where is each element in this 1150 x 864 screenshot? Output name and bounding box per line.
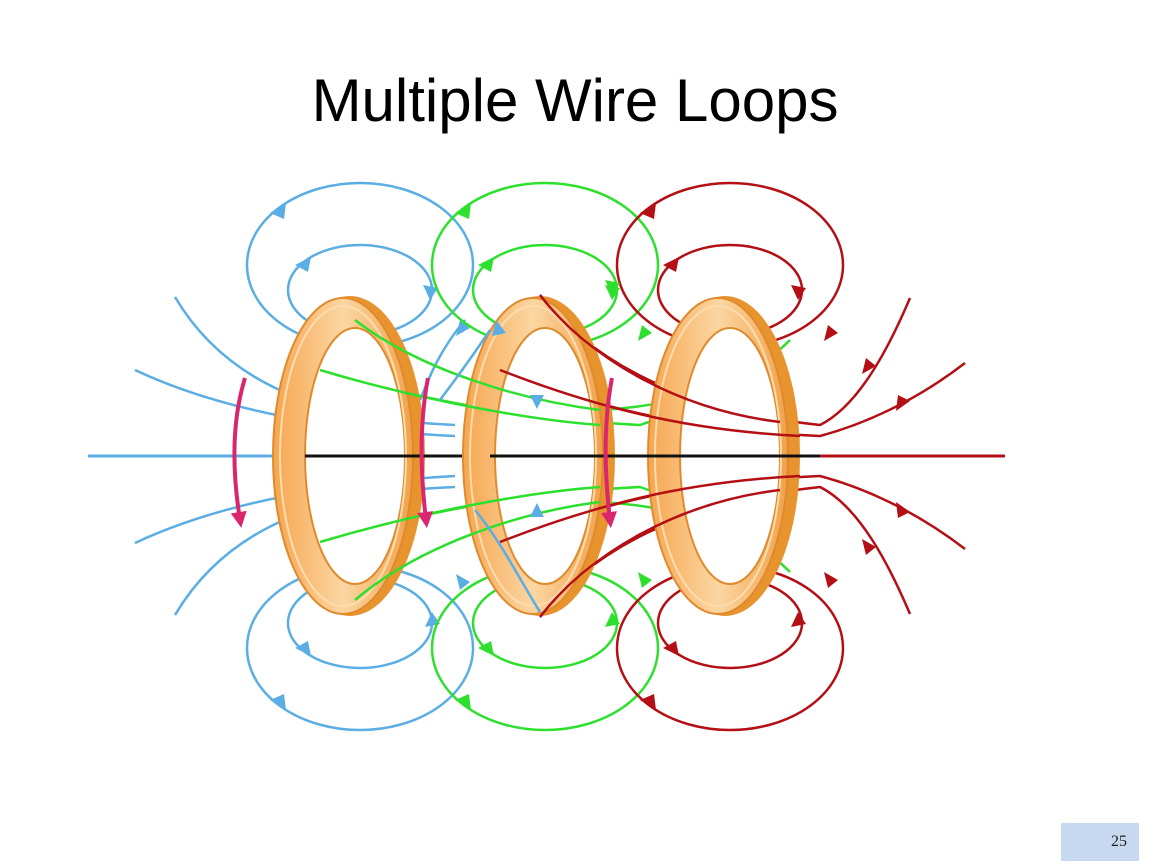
left-loop-field-arrows xyxy=(270,203,470,710)
arrow-green-1 xyxy=(455,203,471,219)
arrow-red-8 xyxy=(640,694,656,710)
arrow-green-5 xyxy=(478,641,494,656)
arrow-blue-6 xyxy=(270,694,286,710)
arrow-red-11 xyxy=(862,539,876,555)
arrow-red-4 xyxy=(824,325,838,341)
arrow-blue-1 xyxy=(270,203,286,219)
current-direction-arrows xyxy=(230,377,617,528)
arrow-red-2 xyxy=(663,257,679,272)
arrow-red-12 xyxy=(896,502,910,518)
arrow-red-1 xyxy=(640,203,656,219)
arrow-red-7 xyxy=(663,641,679,656)
arrow-green-7 xyxy=(605,612,620,627)
arrow-blue-3 xyxy=(423,285,438,300)
current-arrow-left xyxy=(230,377,247,528)
current-arrow-right xyxy=(601,377,617,528)
arrow-red-6 xyxy=(896,395,910,411)
arrow-green-4 xyxy=(638,325,652,341)
arrow-red-9 xyxy=(791,612,806,627)
through-loop-arrows xyxy=(492,280,620,517)
arrow-green-6 xyxy=(455,694,471,710)
arrow-blue-2 xyxy=(295,257,311,272)
arrow-blue-5 xyxy=(295,641,311,656)
arrow-red-5 xyxy=(862,358,876,374)
through-loop-field-lines xyxy=(305,294,820,618)
slide-number: 25 xyxy=(1061,823,1139,861)
right-loop-field-arrows xyxy=(640,203,910,710)
arrow-red-10 xyxy=(824,572,838,588)
slide-title: Multiple Wire Loops xyxy=(311,67,839,134)
arrow-green-2 xyxy=(478,257,494,272)
arrow-red-3 xyxy=(791,285,806,300)
arrow-blue-4 xyxy=(456,320,470,336)
current-arrow-middle xyxy=(417,377,433,528)
arrow-blue-8 xyxy=(456,574,470,590)
arrow-green-8 xyxy=(638,572,652,588)
